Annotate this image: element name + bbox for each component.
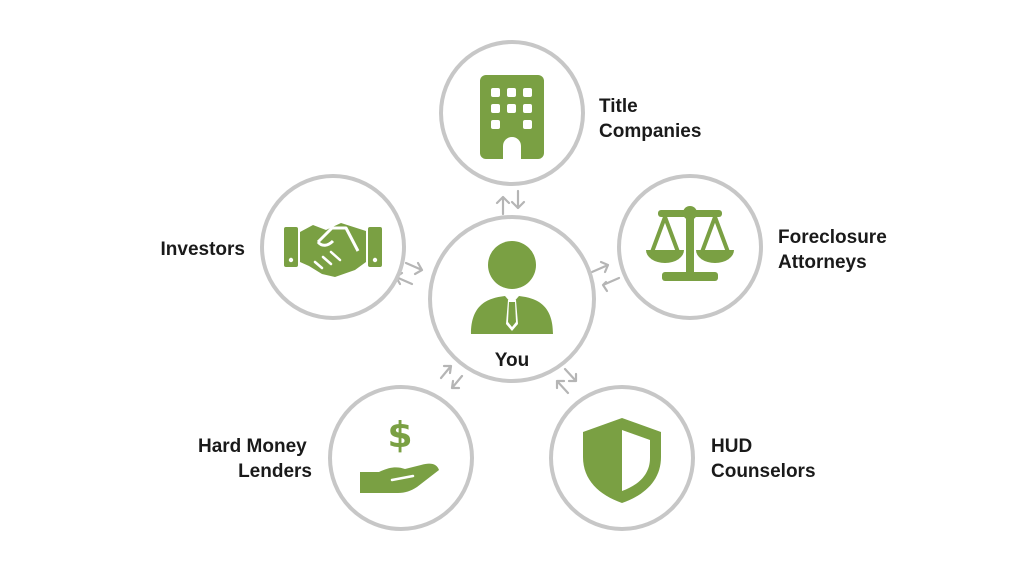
lenders-label: Hard Money Lenders bbox=[198, 436, 312, 482]
node-investors: Investors bbox=[161, 174, 406, 320]
money-hand-icon: $ bbox=[360, 415, 439, 493]
office-building-icon bbox=[480, 75, 544, 159]
svg-text:$: $ bbox=[387, 415, 412, 456]
connector-title bbox=[495, 189, 526, 216]
person-tie-icon bbox=[471, 241, 553, 334]
center-label: You bbox=[495, 350, 529, 371]
node-title-companies: Title Companies bbox=[439, 40, 701, 186]
shield-icon bbox=[583, 418, 661, 503]
center-ring bbox=[428, 215, 596, 383]
title-label: Title Companies bbox=[599, 96, 701, 142]
node-foreclosure-attorneys: Foreclosure Attorneys bbox=[617, 174, 892, 320]
hud-label: HUD Counselors bbox=[711, 436, 816, 482]
node-hard-money-lenders: $ Hard Money Lenders bbox=[198, 385, 474, 531]
node-hud-counselors: HUD Counselors bbox=[549, 385, 816, 531]
connector-hud bbox=[555, 367, 578, 395]
handshake-icon bbox=[284, 223, 382, 277]
connector-foreclosure bbox=[590, 260, 621, 293]
investors-label: Investors bbox=[161, 239, 245, 260]
center-node: You bbox=[428, 215, 596, 383]
scales-icon bbox=[646, 206, 734, 281]
lenders-ring bbox=[328, 385, 474, 531]
foreclosure-label: Foreclosure Attorneys bbox=[778, 227, 892, 273]
connector-lenders bbox=[439, 364, 464, 390]
